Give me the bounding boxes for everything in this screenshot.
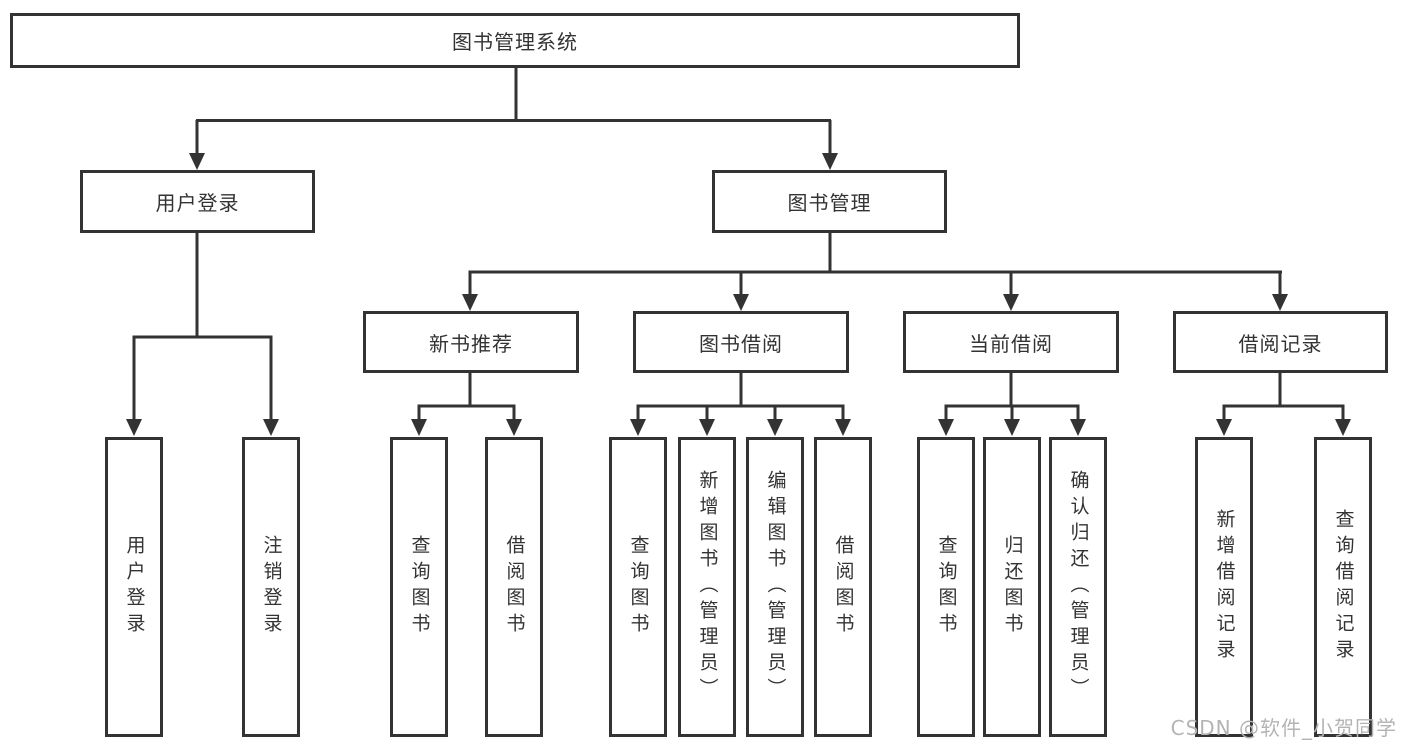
node-leaf-logout: 注销登录 [242, 437, 300, 737]
node-leaf-add-book-admin-label: 新增图书（管理员） [696, 470, 719, 704]
node-book-management-label: 图书管理 [787, 191, 872, 215]
node-book-borrowing-label: 图书借阅 [699, 331, 783, 356]
node-leaf-query-books-borrow-label: 查询图书 [627, 535, 650, 639]
node-new-book-recommend: 新书推荐 [363, 311, 579, 373]
node-leaf-query-books-borrow: 查询图书 [609, 437, 667, 737]
node-leaf-confirm-return-admin-label: 确认归还（管理员） [1067, 470, 1090, 704]
node-borrow-records-label: 借阅记录 [1238, 331, 1323, 356]
node-leaf-return-book-label: 归还图书 [1001, 535, 1024, 639]
node-book-borrowing: 图书借阅 [633, 311, 849, 373]
node-leaf-query-books-current: 查询图书 [917, 437, 975, 737]
node-leaf-logout-label: 注销登录 [260, 535, 283, 639]
node-leaf-add-borrow-record-label: 新增借阅记录 [1213, 509, 1236, 665]
node-leaf-edit-book-admin: 编辑图书（管理员） [746, 437, 804, 737]
node-leaf-add-book-admin: 新增图书（管理员） [678, 437, 736, 737]
node-leaf-borrow-books-recommend: 借阅图书 [485, 437, 543, 737]
csdn-watermark: CSDN @软件_小贺同学 [1170, 716, 1397, 740]
node-leaf-query-borrow-record: 查询借阅记录 [1314, 437, 1372, 737]
node-book-management: 图书管理 [712, 170, 947, 233]
node-leaf-confirm-return-admin: 确认归还（管理员） [1049, 437, 1107, 737]
node-leaf-borrow-books: 借阅图书 [814, 437, 872, 737]
node-leaf-query-books-recommend-label: 查询图书 [408, 535, 431, 639]
node-borrow-records: 借阅记录 [1173, 311, 1388, 373]
node-current-borrowing: 当前借阅 [903, 311, 1119, 373]
node-leaf-borrow-books-recommend-label: 借阅图书 [503, 535, 526, 639]
node-leaf-add-borrow-record: 新增借阅记录 [1195, 437, 1253, 737]
node-user-login-label: 用户登录 [155, 191, 240, 215]
node-leaf-user-login: 用户登录 [105, 437, 163, 737]
node-leaf-query-books-recommend: 查询图书 [390, 437, 448, 737]
node-leaf-return-book: 归还图书 [983, 437, 1041, 737]
node-user-login: 用户登录 [80, 170, 315, 233]
node-leaf-query-books-current-label: 查询图书 [935, 535, 958, 639]
node-root: 图书管理系统 [10, 13, 1020, 68]
node-new-book-recommend-label: 新书推荐 [429, 331, 513, 356]
node-current-borrowing-label: 当前借阅 [969, 331, 1053, 356]
node-leaf-edit-book-admin-label: 编辑图书（管理员） [764, 470, 787, 704]
node-leaf-query-borrow-record-label: 查询借阅记录 [1332, 509, 1355, 665]
node-leaf-user-login-label: 用户登录 [123, 535, 146, 639]
node-root-label: 图书管理系统 [452, 30, 578, 54]
node-leaf-borrow-books-label: 借阅图书 [832, 535, 855, 639]
